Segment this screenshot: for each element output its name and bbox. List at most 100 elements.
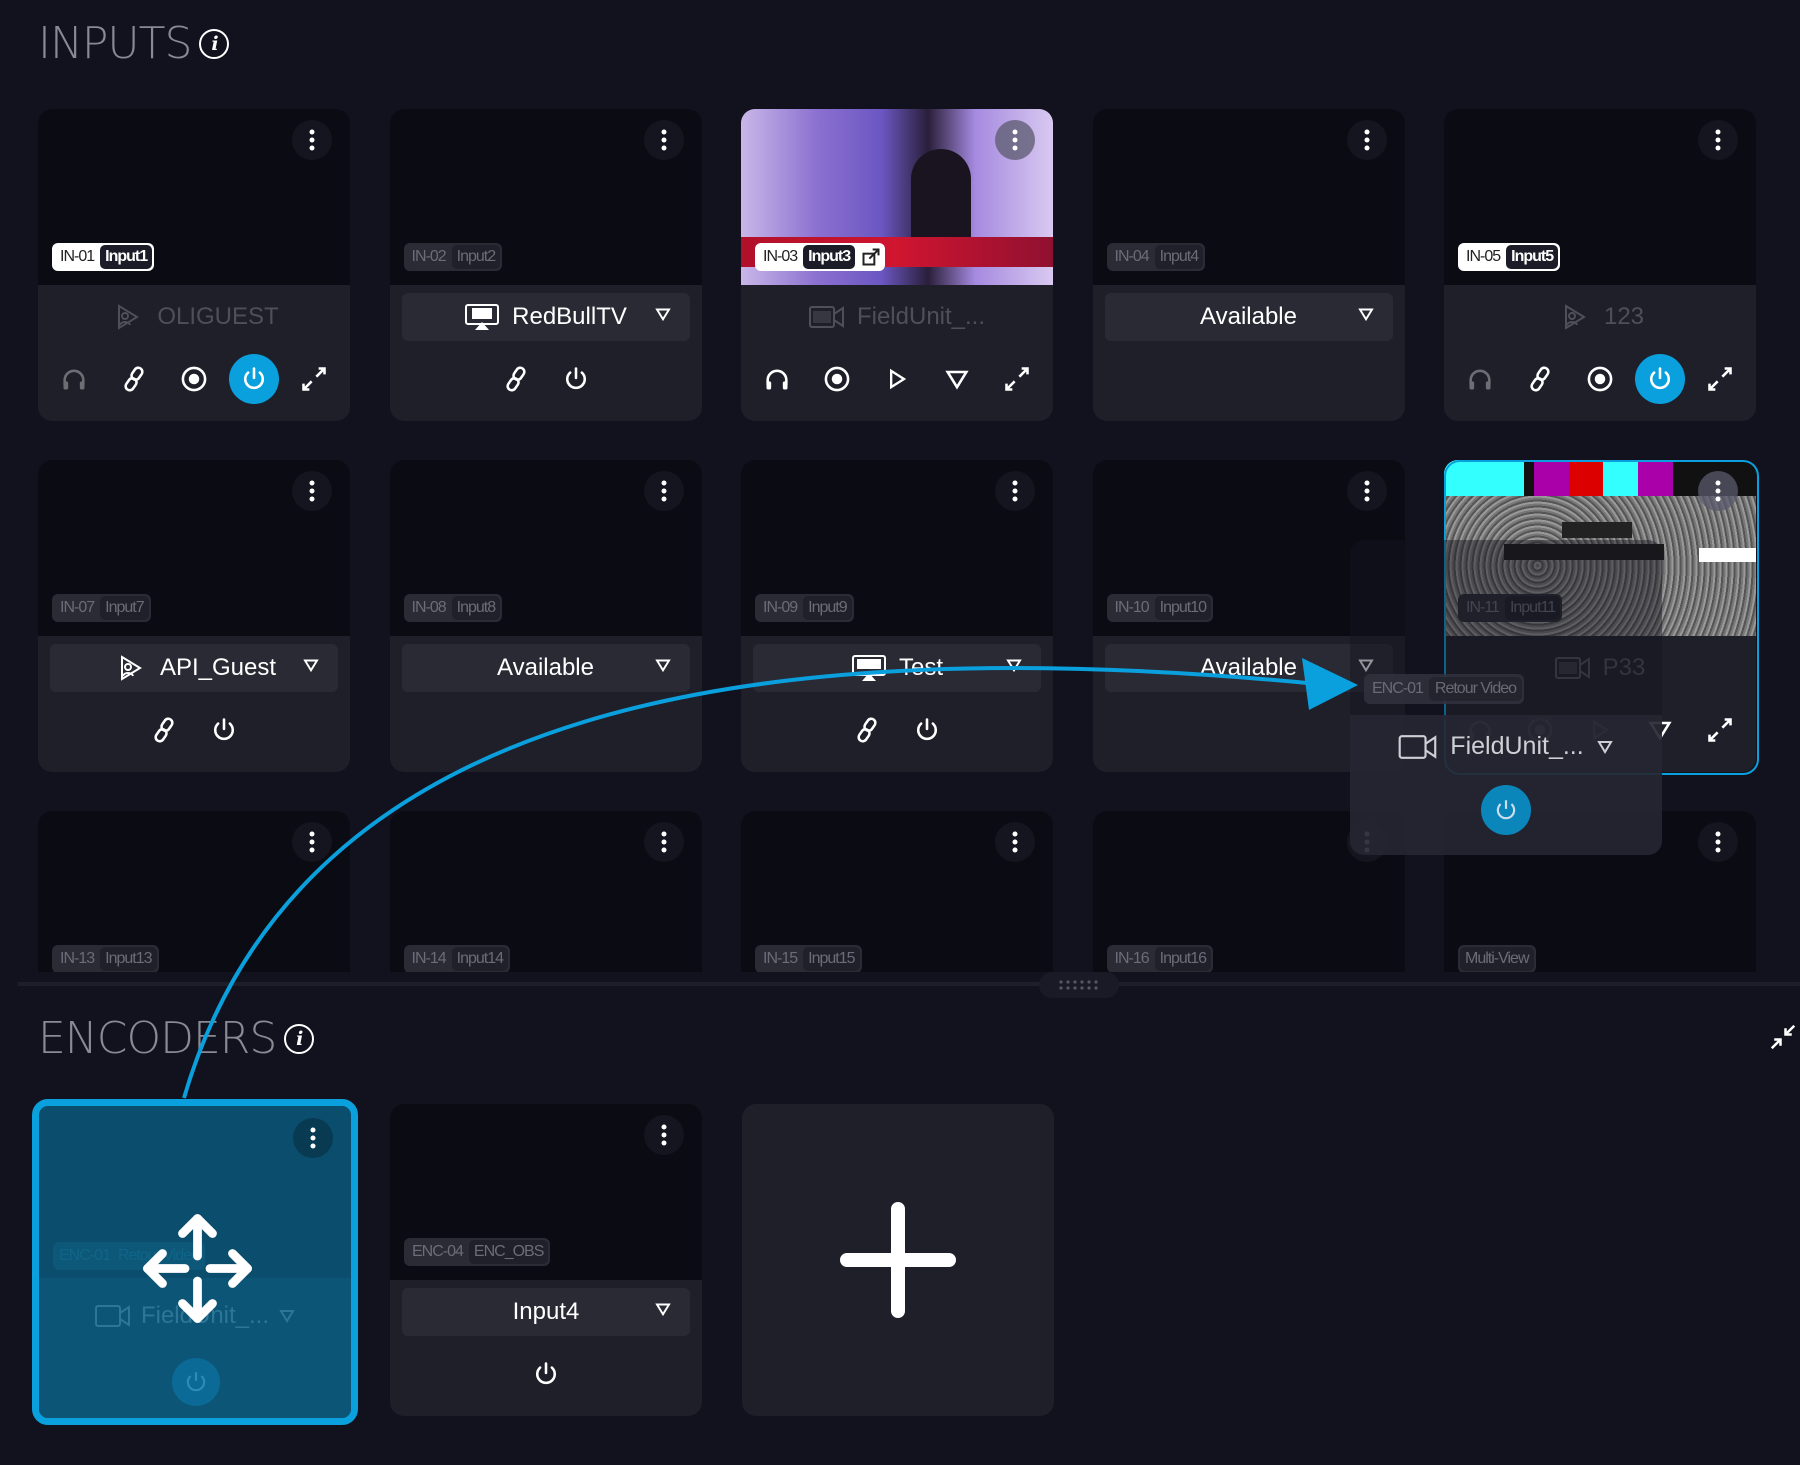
power-button[interactable] (172, 1358, 220, 1406)
badge-id: IN-04 (1114, 248, 1150, 265)
info-icon[interactable]: i (199, 28, 230, 59)
power-button[interactable] (521, 1349, 571, 1399)
source-selector[interactable]: API_Guest (50, 644, 338, 692)
power-button[interactable] (551, 354, 601, 404)
kebab-icon (1012, 480, 1018, 502)
card-multi-view[interactable]: Multi-View (1444, 811, 1756, 972)
power-button[interactable] (1635, 354, 1685, 404)
fullscreen-button[interactable] (1695, 705, 1745, 755)
link-button[interactable] (1515, 354, 1565, 404)
kebab-menu-button[interactable] (292, 471, 332, 511)
kebab-menu-button[interactable] (1346, 120, 1387, 160)
power-button[interactable] (199, 705, 249, 755)
encoder-card-enc-01-placeholder[interactable]: ENC-01 Retour Video FieldUnit_... (32, 1099, 358, 1425)
source-selector: P33 (1456, 644, 1744, 692)
kebab-icon (309, 480, 315, 502)
badge-id: IN-14 (411, 950, 447, 967)
source-selector[interactable]: Available (1104, 293, 1393, 341)
kebab-menu-button[interactable] (995, 471, 1035, 511)
kebab-menu-button[interactable] (643, 822, 684, 862)
info-icon[interactable]: i (284, 1023, 315, 1054)
sst-camera-icon (808, 306, 844, 328)
kebab-menu-button[interactable] (292, 120, 332, 160)
caret-down-icon (654, 308, 671, 322)
kebab-menu-button[interactable] (1346, 822, 1387, 862)
play-button[interactable] (872, 354, 922, 404)
external-link-icon[interactable] (859, 246, 883, 268)
kebab-menu-button[interactable] (643, 471, 684, 511)
kebab-menu-button[interactable] (1698, 120, 1738, 160)
kebab-menu-button[interactable] (995, 822, 1035, 862)
record-button[interactable] (169, 354, 219, 404)
kebab-menu-button[interactable] (1346, 471, 1387, 511)
source-selector[interactable]: Test (753, 644, 1041, 692)
link-button[interactable] (842, 705, 892, 755)
grip-icon (1059, 980, 1098, 990)
kebab-icon (1012, 831, 1018, 853)
monitor-audio-button[interactable] (1455, 354, 1505, 404)
preview-area[interactable]: Multi-View (1444, 811, 1756, 972)
kebab-menu-button[interactable] (1698, 471, 1738, 511)
source-selector[interactable]: Available (1104, 644, 1393, 692)
add-encoder-button[interactable] (742, 1104, 1054, 1416)
options-dropdown-button[interactable] (932, 354, 982, 404)
caret-down-icon (303, 659, 319, 673)
badge-name: Input9 (803, 596, 852, 620)
monitor-audio-button[interactable] (752, 354, 802, 404)
record-button[interactable] (1575, 354, 1625, 404)
kebab-menu-button[interactable] (1698, 822, 1738, 862)
kebab-menu-button[interactable] (293, 1118, 333, 1158)
source-selector[interactable]: Input4 (402, 1288, 690, 1336)
kebab-menu-button[interactable] (644, 1115, 684, 1155)
kebab-menu-button[interactable] (292, 822, 332, 862)
monitor-audio-button[interactable] (49, 354, 99, 404)
fullscreen-button[interactable] (992, 354, 1042, 404)
kebab-menu-button[interactable] (643, 120, 684, 160)
selector-label: API_Guest (159, 654, 277, 681)
selector-label: P33 (1602, 654, 1646, 681)
record-button[interactable] (812, 354, 862, 404)
source-selector[interactable]: Available (401, 644, 690, 692)
source-selector[interactable]: RedBullTV (401, 293, 690, 341)
link-button[interactable] (139, 705, 189, 755)
link-button[interactable] (109, 354, 159, 404)
power-button[interactable] (229, 354, 279, 404)
power-button[interactable] (902, 705, 952, 755)
kebab-menu-button[interactable] (995, 120, 1035, 160)
resize-handle[interactable] (1039, 972, 1119, 998)
link-button[interactable] (491, 354, 541, 404)
fullscreen-button[interactable] (1695, 354, 1745, 404)
collapse-icon[interactable] (1768, 1022, 1798, 1052)
kebab-icon (309, 831, 315, 853)
fullscreen-button[interactable] (289, 354, 339, 404)
